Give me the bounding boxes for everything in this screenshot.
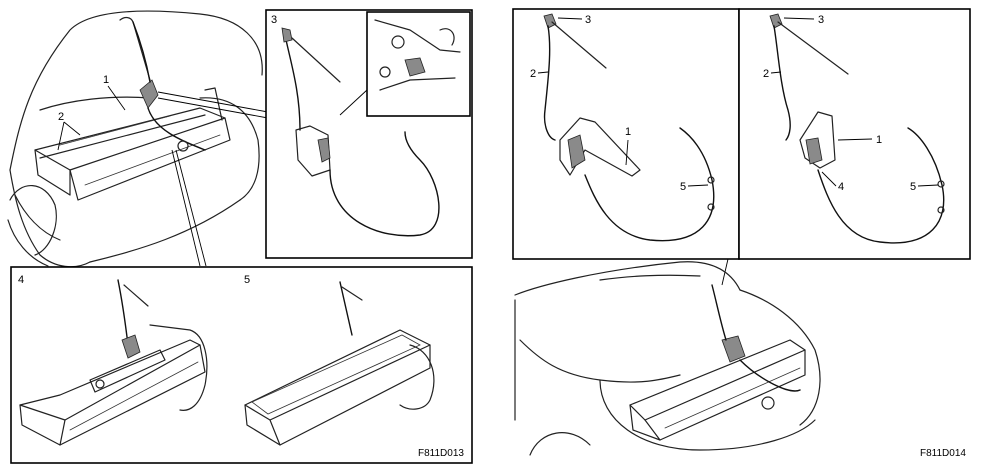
right-detail-panel-b: 3 2 1 4 5	[738, 8, 971, 260]
panel-a-label-1: 1	[625, 126, 631, 138]
detail-panel-4-5: 4 5 F811D013	[10, 266, 473, 464]
car-rear-overview-right: F811D014	[514, 258, 966, 459]
car-rear-overview-left: 1 2	[7, 10, 269, 268]
detail-panel-3: 3	[265, 9, 473, 259]
panel-a-label-3: 3	[585, 14, 591, 26]
panel-3-label: 3	[271, 14, 277, 26]
panel-b-label-1: 1	[876, 134, 882, 146]
panel-b-label-4: 4	[838, 181, 844, 193]
callout-1: 1	[103, 74, 109, 86]
callout-2: 2	[58, 111, 64, 123]
panel-b-label-3: 3	[818, 14, 824, 26]
panel-4-label: 4	[18, 274, 24, 286]
figure-code-left: F811D013	[418, 448, 464, 459]
figure-code-right: F811D014	[920, 448, 966, 459]
panel-b-label-5: 5	[910, 181, 916, 193]
panel-b-label-2: 2	[763, 68, 769, 80]
panel-a-label-2: 2	[530, 68, 536, 80]
right-detail-panel-a: 3 2 1 5	[512, 8, 740, 260]
panel-5-label: 5	[244, 274, 250, 286]
panel-a-label-5: 5	[680, 181, 686, 193]
